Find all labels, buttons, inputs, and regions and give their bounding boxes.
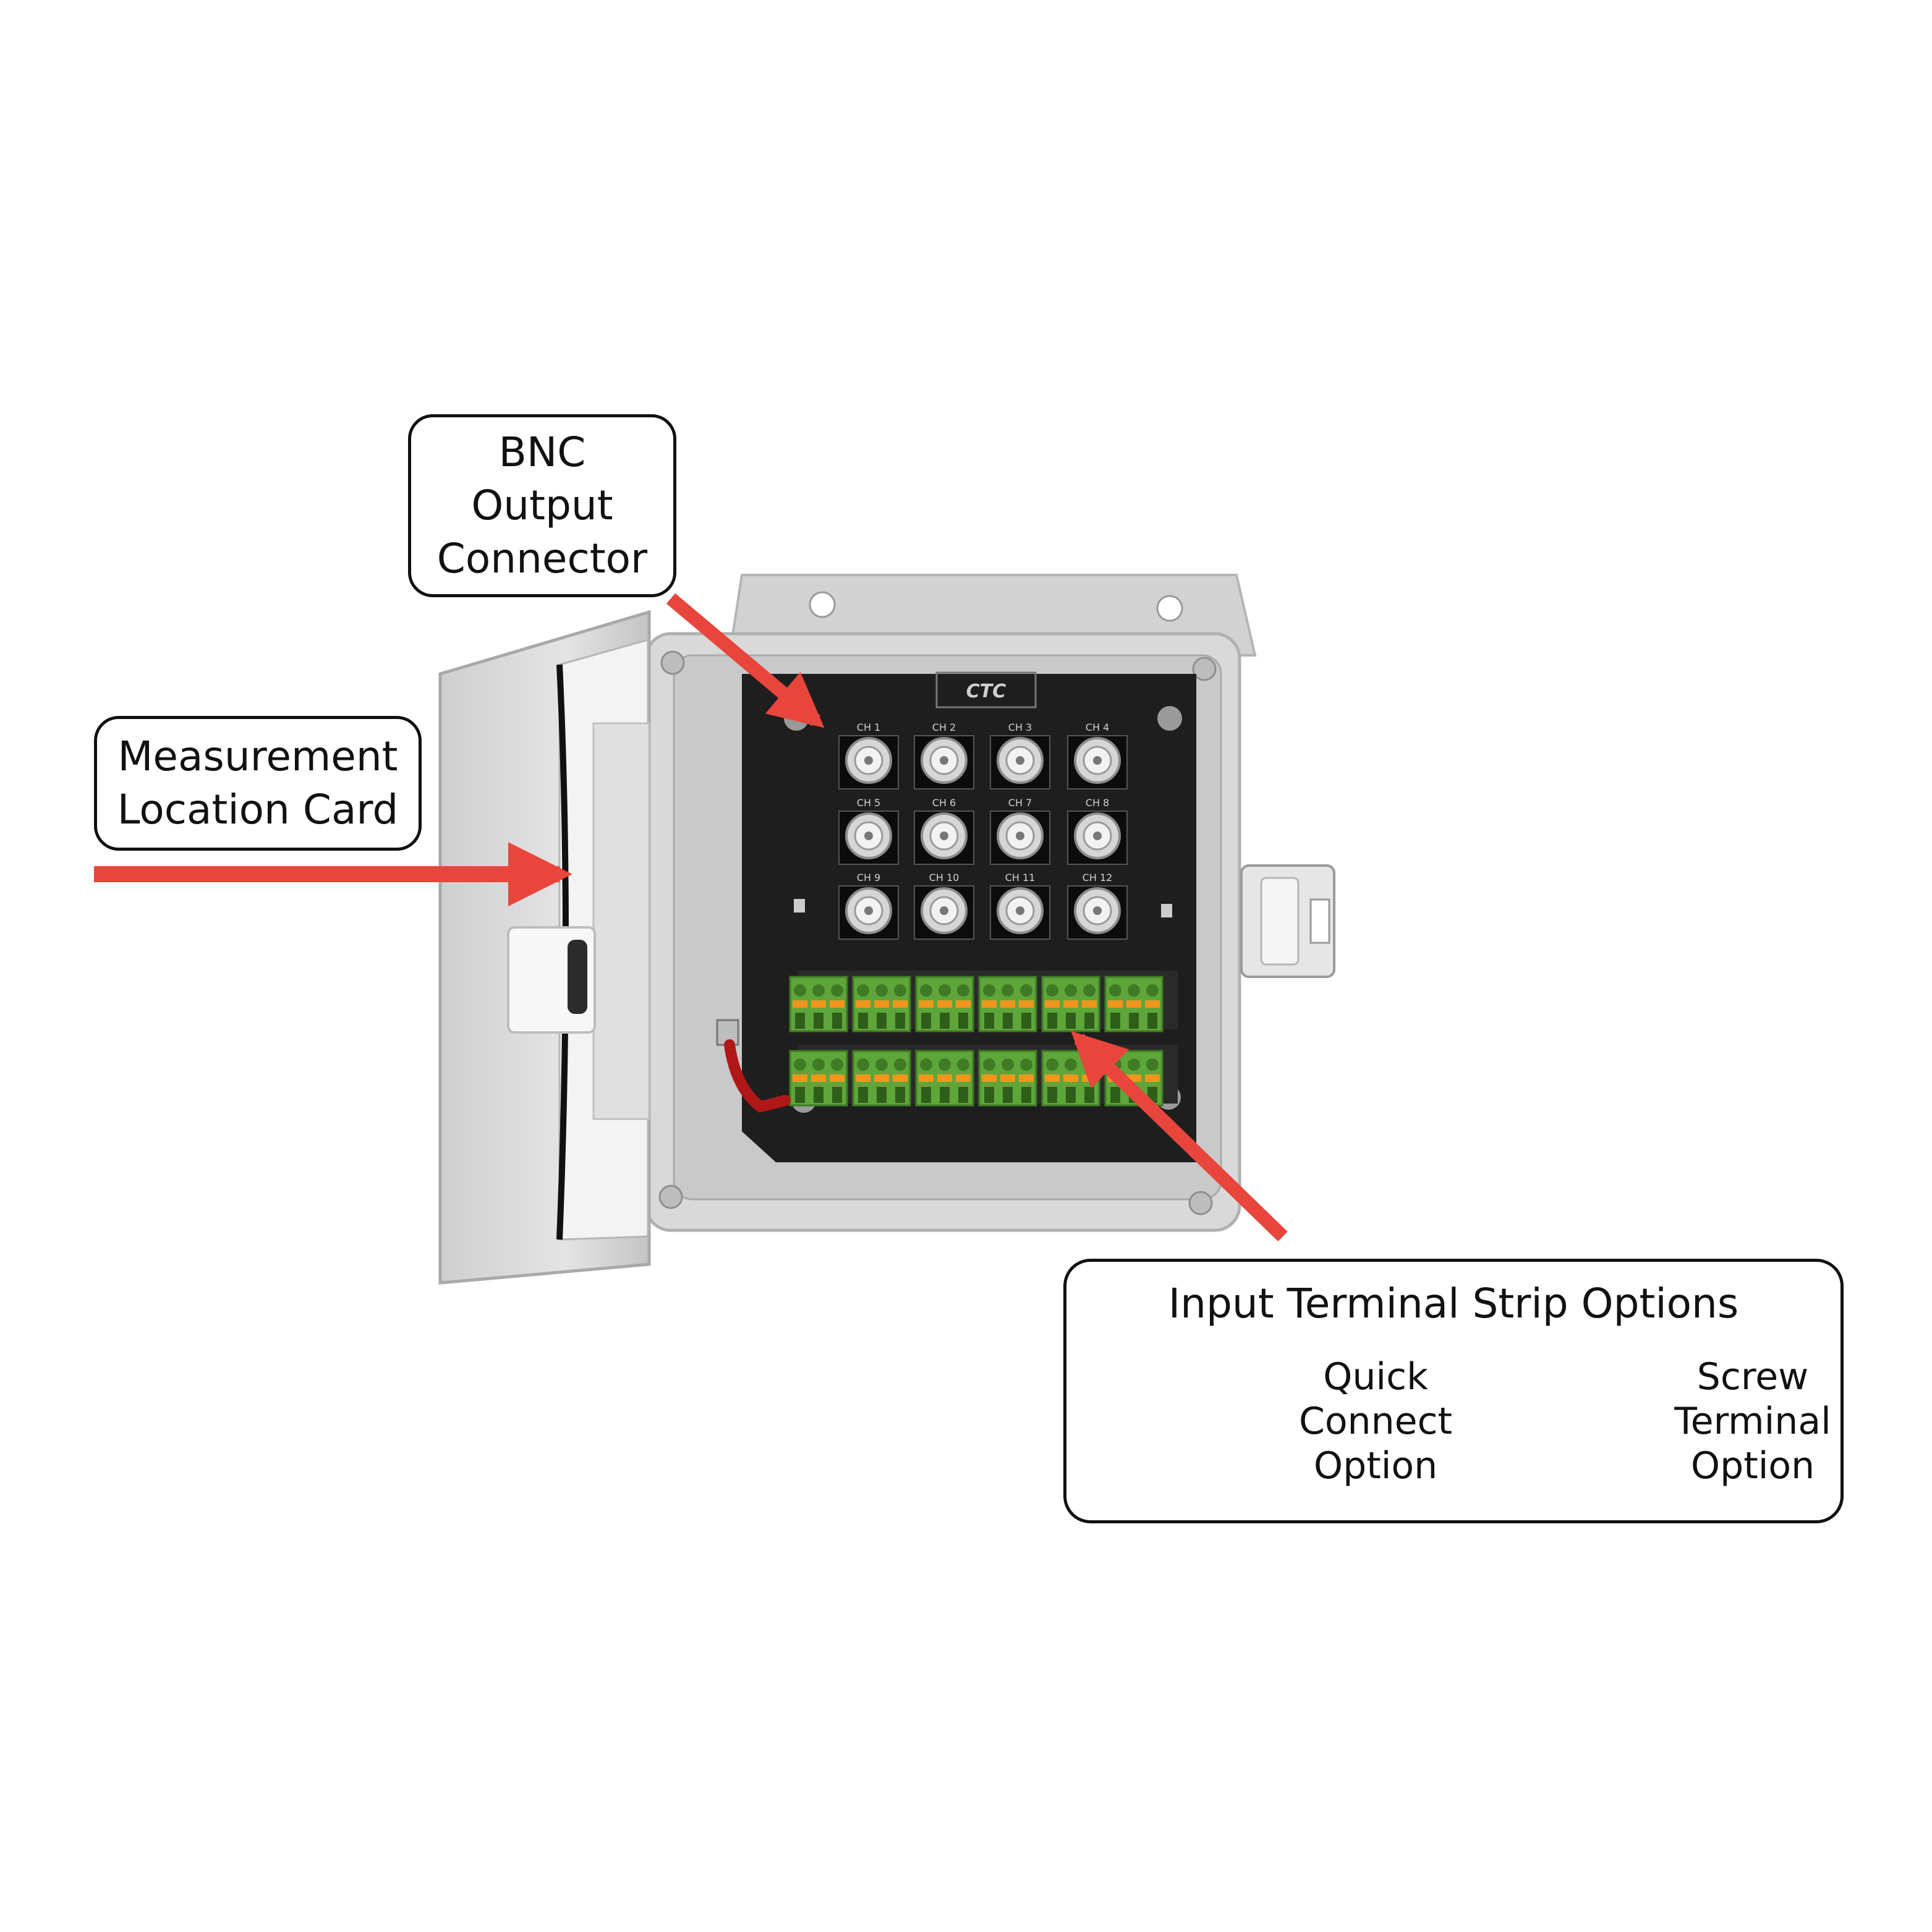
channel-label: CH 4	[1086, 721, 1109, 733]
bnc-connector: CH 12	[1067, 872, 1128, 940]
channel-label: CH 1	[857, 721, 880, 733]
brand-logo: CTC	[966, 681, 1006, 702]
channel-label: CH 2	[932, 721, 956, 733]
terminal-block	[1104, 976, 1164, 1032]
terminal-strips	[789, 971, 1178, 1107]
bnc-output-connector-callout: BNC Output Connector	[408, 414, 676, 597]
screw-terminal-option-label: Screw Terminal Option	[1672, 1355, 1833, 1488]
bnc-connector-grid: CH 1 CH 2 CH 3 CH 4 CH 5 CH 6 CH 7 CH 8 CH 9 CH 1…	[838, 721, 1128, 940]
option-line: Quick	[1323, 1355, 1428, 1398]
bnc-connector: CH 1	[838, 721, 899, 789]
channel-label: CH 10	[929, 872, 960, 883]
terminal-block	[852, 1050, 911, 1107]
channel-label: CH 11	[1005, 872, 1036, 883]
channel-label: CH 8	[1086, 797, 1109, 809]
bnc-arrow	[666, 593, 825, 728]
channel-label: CH 6	[932, 797, 956, 809]
option-line: Terminal	[1674, 1400, 1831, 1443]
bnc-connector: CH 9	[838, 872, 899, 940]
options-title: Input Terminal Strip Options	[1168, 1280, 1739, 1327]
input-terminal-options-box: Input Terminal Strip Options Quick Conne…	[1063, 1259, 1844, 1523]
bnc-connector: CH 6	[914, 797, 974, 865]
channel-label: CH 12	[1083, 872, 1113, 883]
quick-connect-option-label: Quick Connect Option	[1295, 1355, 1456, 1488]
channel-label: CH 7	[1008, 797, 1032, 809]
terminal-block	[978, 1050, 1037, 1107]
bnc-connector: CH 3	[990, 721, 1050, 789]
option-line: Screw	[1696, 1355, 1809, 1398]
channel-label: CH 3	[1008, 721, 1032, 733]
terminal-block	[1041, 976, 1100, 1032]
bnc-connector: CH 8	[1067, 797, 1128, 865]
terminal-block	[789, 976, 848, 1032]
terminal-block	[915, 1050, 974, 1107]
callout-line: Measurement	[117, 733, 398, 780]
option-line: Connect	[1298, 1400, 1453, 1443]
callout-line: Location Card	[117, 786, 399, 833]
terminal-block	[1041, 1050, 1100, 1107]
measurement-location-card-callout: Measurement Location Card	[94, 716, 422, 851]
bnc-connector: CH 10	[914, 872, 974, 940]
channel-label: CH 9	[857, 872, 880, 883]
terminal-block	[978, 976, 1037, 1032]
terminal-block	[915, 976, 974, 1032]
callout-arrows	[94, 593, 1288, 1241]
option-line: Option	[1690, 1444, 1815, 1487]
bnc-connector: CH 11	[990, 872, 1050, 940]
callout-line: BNC	[498, 428, 586, 476]
terminal-block	[852, 976, 911, 1032]
bnc-connector: CH 4	[1067, 721, 1128, 789]
ground-wire	[716, 1019, 791, 1113]
terminal-block	[789, 1050, 848, 1107]
terminal-arrow	[1071, 1031, 1288, 1241]
callout-line: Connector	[436, 535, 648, 582]
enclosure-door	[438, 610, 651, 1285]
latch	[1240, 864, 1335, 978]
option-line: Option	[1313, 1444, 1438, 1487]
bnc-connector: CH 2	[914, 721, 974, 789]
channel-label: CH 5	[857, 797, 880, 809]
bnc-connector: CH 5	[838, 797, 899, 865]
bnc-connector: CH 7	[990, 797, 1050, 865]
callout-line: Output	[471, 482, 613, 529]
